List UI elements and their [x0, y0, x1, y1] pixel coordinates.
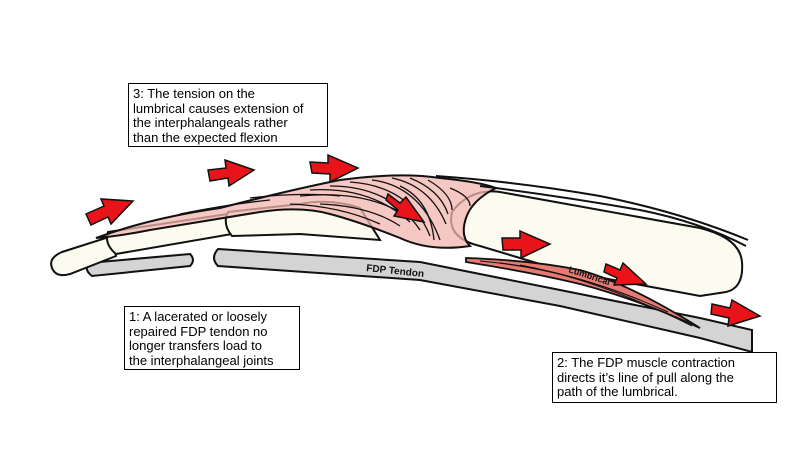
arrow-lumbrical-distal	[603, 261, 648, 286]
callout-line: the interphalangeal joints	[129, 352, 274, 368]
arrow-distal-phalanx	[85, 198, 135, 227]
arrow-muscle-pull	[385, 192, 426, 224]
lumbrical-extensor-muscle-mass	[95, 174, 499, 249]
callout-fdp-contraction: 2: The FDP muscle contraction directs it…	[552, 352, 777, 403]
muscle-fiber-lines	[179, 177, 471, 241]
callout-line: longer transfers load to	[129, 338, 262, 353]
callout-line: lumbrical causes extension of	[133, 100, 304, 116]
callout-line: repaired FDP tendon no	[129, 323, 268, 339]
arrow-middle-phalanx	[207, 158, 256, 188]
arrow-lumbrical-proximal	[501, 229, 552, 260]
arrow-fdp-muscle	[710, 298, 762, 328]
fdp-tendon-proximal	[213, 247, 753, 354]
callout-lacerated-tendon: 1: A lacerated or loosely repaired FDP t…	[124, 306, 300, 370]
force-arrows	[85, 153, 762, 328]
callout-line: path of the lumbrical.	[557, 384, 678, 399]
arrow-proximal-phalanx	[309, 153, 360, 184]
callout-line: 1: A lacerated or loosely	[129, 309, 268, 324]
lumbrical-fiber-lines	[479, 260, 693, 327]
callout-tension-lumbrical: 3: The tension on the lumbrical causes e…	[128, 83, 328, 147]
extensor-outline-dorsal	[435, 175, 749, 241]
extensor-outline-dorsal-inner	[479, 185, 747, 247]
callout-line: 2: The FDP muscle contraction	[557, 355, 735, 370]
callout-line: the interphalangeals rather	[133, 115, 288, 130]
callout-line: directs it’s line of pull along the	[557, 369, 734, 385]
callout-line: than the expected flexion	[133, 129, 278, 145]
lumbrical-muscle	[465, 257, 701, 329]
callout-line: 3: The tension on the	[133, 86, 255, 101]
